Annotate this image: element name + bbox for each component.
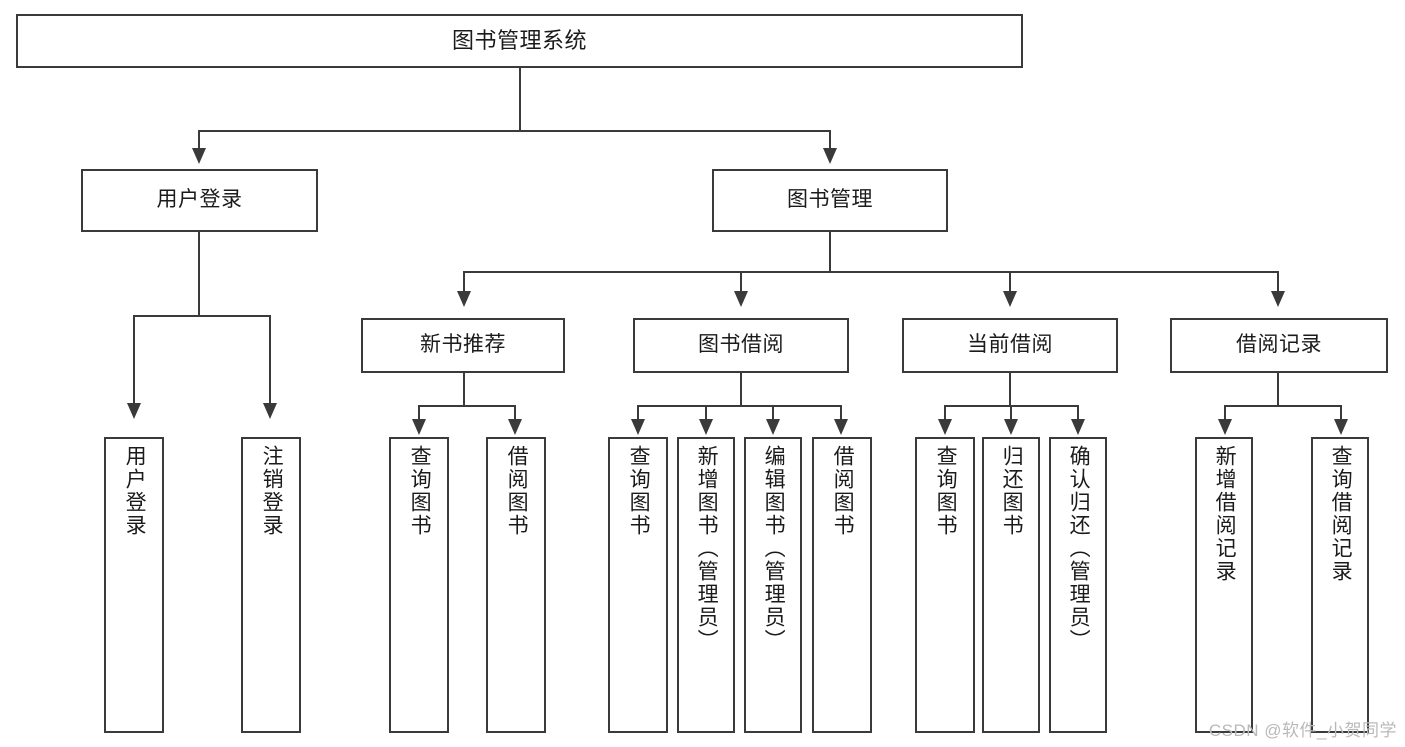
- connector-drop-book-management: [829, 130, 831, 150]
- connector-borrow-record-stem: [1277, 373, 1279, 406]
- connector-drop-nb-borrow: [514, 405, 516, 421]
- connector-drop-cb-return: [1010, 405, 1012, 421]
- node-label: 图书管理系统: [451, 28, 587, 54]
- arrowhead-cb-confirm: [1071, 419, 1085, 435]
- node-label: 查询图书: [408, 445, 432, 537]
- arrowhead-nb-borrow: [508, 419, 522, 435]
- connector-drop-borrow-record: [1277, 271, 1279, 293]
- node-label: 查询图书: [934, 445, 958, 537]
- leaf-logout[interactable]: 注销登录: [241, 437, 301, 733]
- arrowhead-leaf-user-login: [127, 403, 141, 419]
- connector-drop-current-borrow: [1009, 271, 1011, 293]
- connector-borrow-record-bus: [1224, 405, 1342, 407]
- leaf-bb-query-book[interactable]: 查询图书: [608, 437, 668, 733]
- watermark: CSDN @软件_小贺同学: [1208, 721, 1397, 740]
- connector-drop-bb-add: [705, 405, 707, 421]
- arrowhead-book-management: [823, 148, 837, 164]
- node-book-management[interactable]: 图书管理: [712, 169, 948, 232]
- node-user-login[interactable]: 用户登录: [81, 169, 318, 232]
- arrowhead-current-borrow: [1003, 291, 1017, 307]
- connector-user-login-stem: [198, 232, 200, 316]
- node-label: 当前借阅: [967, 333, 1053, 357]
- leaf-nb-borrow-book[interactable]: 借阅图书: [486, 437, 546, 733]
- leaf-bb-add-book-admin[interactable]: 新增图书（管理员）: [677, 437, 735, 733]
- connector-drop-book-borrow: [740, 271, 742, 293]
- arrowhead-bb-edit: [766, 419, 780, 435]
- arrowhead-user-login: [192, 148, 206, 164]
- arrowhead-br-query: [1334, 419, 1348, 435]
- arrowhead-bb-add: [699, 419, 713, 435]
- leaf-bb-edit-book-admin[interactable]: 编辑图书（管理员）: [744, 437, 802, 733]
- node-current-borrow[interactable]: 当前借阅: [902, 318, 1118, 373]
- node-label: 用户登录: [123, 445, 147, 537]
- arrowhead-cb-return: [1004, 419, 1018, 435]
- leaf-br-add-record[interactable]: 新增借阅记录: [1195, 437, 1253, 733]
- arrowhead-new-book: [457, 291, 471, 307]
- leaf-cb-confirm-return-admin[interactable]: 确认归还（管理员）: [1049, 437, 1107, 733]
- node-label: 借阅图书: [505, 445, 529, 537]
- node-label: 借阅图书: [831, 445, 855, 537]
- connector-drop-nb-query: [418, 405, 420, 421]
- connector-book-management-stem: [829, 232, 831, 272]
- node-label: 图书管理: [787, 188, 873, 212]
- connector-drop-new-book: [463, 271, 465, 293]
- connector-new-book-bus: [418, 405, 516, 407]
- connector-current-borrow-stem: [1009, 373, 1011, 406]
- connector-drop-br-query: [1340, 405, 1342, 421]
- connector-level3-bus: [463, 271, 1279, 273]
- node-label: 新增图书（管理员）: [695, 445, 719, 652]
- connector-drop-br-add: [1224, 405, 1226, 421]
- arrowhead-bb-borrow: [834, 419, 848, 435]
- node-root-book-management-system[interactable]: 图书管理系统: [16, 14, 1023, 68]
- connector-root-stem: [519, 68, 521, 131]
- node-label: 图书借阅: [698, 333, 784, 357]
- node-label: 新增借阅记录: [1213, 445, 1237, 583]
- connector-drop-leaf-logout: [269, 315, 271, 405]
- connector-new-book-stem: [463, 373, 465, 406]
- node-label: 编辑图书（管理员）: [762, 445, 786, 652]
- connector-user-login-bus: [133, 315, 271, 317]
- leaf-br-query-record[interactable]: 查询借阅记录: [1311, 437, 1369, 733]
- arrowhead-borrow-record: [1271, 291, 1285, 307]
- leaf-user-login[interactable]: 用户登录: [104, 437, 164, 733]
- connector-drop-leaf-user-login: [133, 315, 135, 405]
- leaf-bb-borrow-book[interactable]: 借阅图书: [812, 437, 872, 733]
- connector-drop-bb-borrow: [840, 405, 842, 421]
- node-label: 新书推荐: [420, 333, 506, 357]
- connector-drop-user-login: [198, 130, 200, 150]
- node-label: 查询图书: [627, 445, 651, 537]
- node-borrow-record[interactable]: 借阅记录: [1170, 318, 1388, 373]
- connector-book-borrow-stem: [740, 373, 742, 406]
- arrowhead-cb-query: [938, 419, 952, 435]
- arrowhead-leaf-logout: [263, 403, 277, 419]
- arrowhead-book-borrow: [734, 291, 748, 307]
- connector-drop-bb-query: [637, 405, 639, 421]
- node-new-book-recommend[interactable]: 新书推荐: [361, 318, 565, 373]
- connector-drop-cb-query: [944, 405, 946, 421]
- node-book-borrow[interactable]: 图书借阅: [633, 318, 849, 373]
- leaf-nb-query-book[interactable]: 查询图书: [389, 437, 449, 733]
- node-label: 借阅记录: [1236, 333, 1322, 357]
- connector-drop-cb-confirm: [1077, 405, 1079, 421]
- node-label: 用户登录: [156, 188, 243, 212]
- leaf-cb-query-book[interactable]: 查询图书: [915, 437, 975, 733]
- node-label: 确认归还（管理员）: [1067, 445, 1091, 652]
- arrowhead-bb-query: [631, 419, 645, 435]
- arrowhead-br-add: [1218, 419, 1232, 435]
- arrowhead-nb-query: [412, 419, 426, 435]
- node-label: 注销登录: [260, 445, 284, 537]
- connector-level2-bus: [198, 130, 831, 132]
- connector-drop-bb-edit: [772, 405, 774, 421]
- leaf-cb-return-book[interactable]: 归还图书: [982, 437, 1040, 733]
- node-label: 归还图书: [1000, 445, 1024, 537]
- connector-book-borrow-bus: [637, 405, 842, 407]
- node-label: 查询借阅记录: [1329, 445, 1353, 583]
